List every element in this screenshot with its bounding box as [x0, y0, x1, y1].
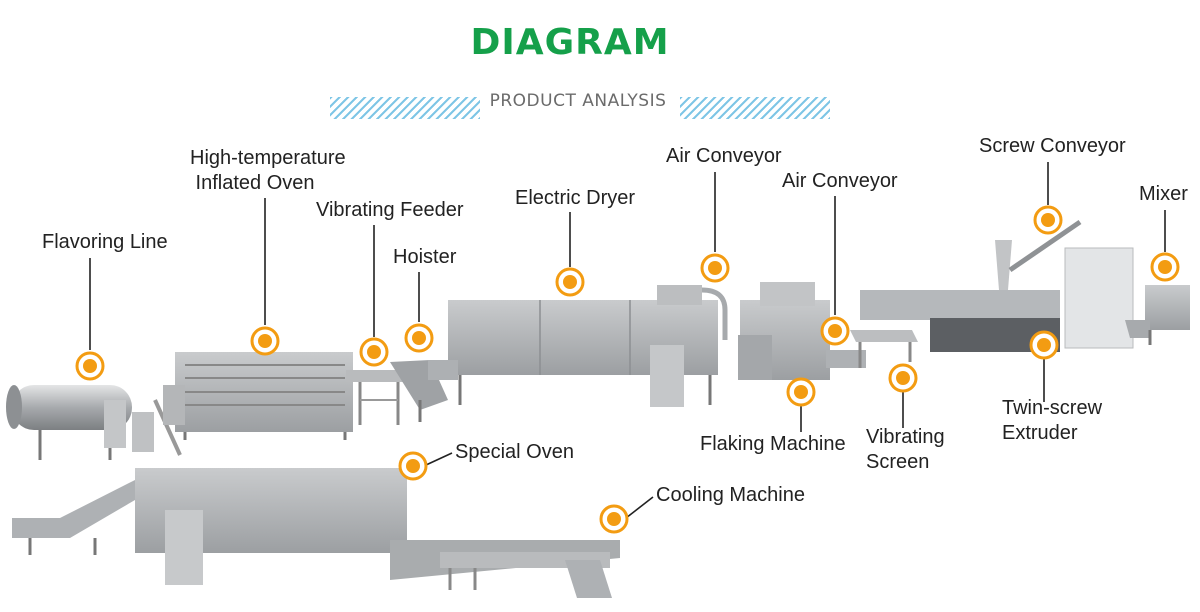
label-flavoring-line: Flavoring Line [42, 231, 168, 253]
label-mixer: Mixer [1139, 183, 1188, 205]
label-special-oven: Special Oven [455, 441, 574, 463]
special-oven-machine [12, 468, 407, 585]
flaking-machine-unit [738, 282, 830, 380]
label-air-conveyor-1: Air Conveyor [666, 145, 782, 167]
label-electric-dryer: Electric Dryer [515, 187, 636, 209]
marker-air-conveyor-1 [700, 253, 730, 283]
marker-cooling-machine [599, 504, 629, 534]
marker-twin-screw-extruder [1029, 330, 1059, 360]
label-screw-conveyor: Screw Conveyor [979, 135, 1126, 157]
marker-mixer [1150, 252, 1180, 282]
label-cooling-machine: Cooling Machine [656, 484, 805, 506]
marker-vibrating-feeder [359, 337, 389, 367]
hatch-decoration-right [680, 97, 830, 119]
page-title: DIAGRAM [470, 22, 670, 63]
marker-vibrating-screen [888, 363, 918, 393]
vibrating-feeder-machine [346, 370, 406, 425]
label-flaking-machine: Flaking Machine [700, 433, 846, 455]
marker-special-oven [398, 451, 428, 481]
marker-air-conveyor-2 [820, 316, 850, 346]
label-air-conveyor-2: Air Conveyor [782, 170, 898, 192]
flavoring-line-machine [6, 385, 182, 460]
label-vibrating-screen: Vibrating Screen [866, 426, 945, 473]
label-inflated-oven: High-temperature Inflated Oven [190, 147, 346, 194]
inflated-oven-machine [163, 352, 353, 440]
cooling-machine-unit [390, 540, 620, 598]
marker-flaking-machine [786, 377, 816, 407]
marker-electric-dryer [555, 267, 585, 297]
vibrating-screen-machine [826, 330, 918, 368]
page-subtitle: PRODUCT ANALYSIS [489, 91, 667, 111]
marker-inflated-oven [250, 326, 280, 356]
callout-lines [89, 162, 1166, 519]
electric-dryer-machine [428, 285, 728, 407]
hatch-decoration-left [330, 97, 480, 119]
marker-hoister [404, 323, 434, 353]
label-twin-screw-extruder: Twin-screw Extruder [1002, 397, 1103, 444]
mixer-machine [1125, 285, 1190, 345]
marker-flavoring-line [75, 351, 105, 381]
label-hoister: Hoister [393, 246, 457, 268]
marker-screw-conveyor [1033, 205, 1063, 235]
label-vibrating-feeder: Vibrating Feeder [316, 199, 464, 221]
callout-markers [75, 205, 1180, 534]
